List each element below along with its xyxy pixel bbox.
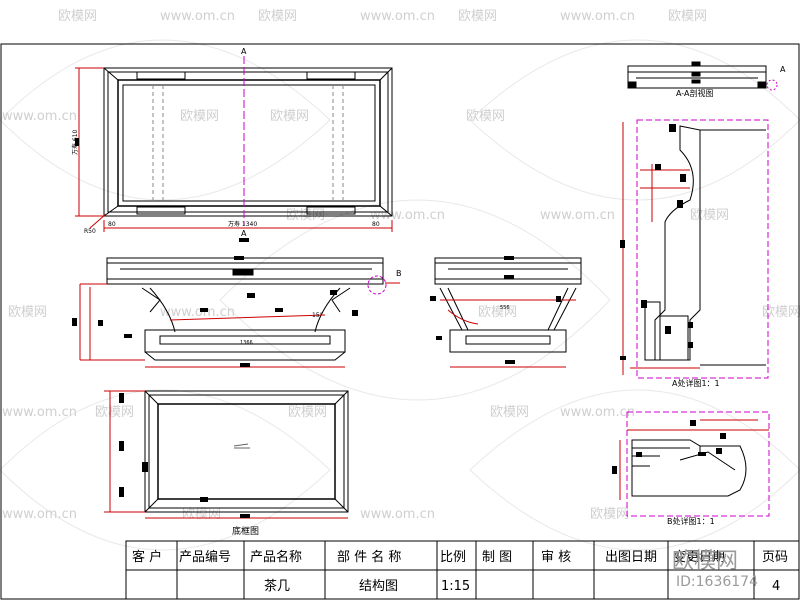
detail-marker-b: B bbox=[396, 269, 402, 278]
header-product-code: 产品编号 bbox=[179, 550, 231, 565]
cut-marker-bottom: A bbox=[241, 229, 247, 238]
section-aa bbox=[627, 61, 778, 91]
watermark-brand: 欧模网 bbox=[258, 9, 297, 24]
title-block bbox=[125, 540, 800, 600]
base-view-label: 底框图 bbox=[232, 525, 259, 537]
dimension-blocks-base bbox=[119, 393, 250, 518]
watermark-brand: 欧模网 bbox=[466, 109, 505, 124]
watermark-brand: 欧模网 bbox=[95, 405, 134, 420]
watermark-site: www.om.cn bbox=[160, 305, 235, 320]
watermark-brand: 欧模网 bbox=[8, 305, 47, 320]
dimension-blocks-top bbox=[75, 138, 249, 242]
dimension-slope: 15° bbox=[312, 312, 323, 319]
dimension-width: 万寿 1340 bbox=[228, 220, 257, 228]
header-drafter: 制 图 bbox=[482, 550, 512, 565]
section-aa-label: A-A剖视图 bbox=[676, 88, 713, 98]
watermark-brand: 欧模网 bbox=[180, 109, 219, 124]
watermark-brand: 欧模网 bbox=[458, 9, 497, 24]
detail-b bbox=[619, 411, 770, 517]
watermark-layer: 欧模网 欧模网 欧模网 欧模网 欧模网 欧模网 欧模网 欧模网 欧模网 欧模网 … bbox=[0, 9, 800, 551]
dimension-blocks-side bbox=[430, 256, 561, 364]
header-customer: 客 户 bbox=[132, 549, 162, 565]
watermark-site: www.om.cn bbox=[2, 507, 77, 522]
header-page: 页码 bbox=[762, 550, 788, 565]
header-change-date: 变更日期 bbox=[673, 549, 725, 565]
watermark-brand: 欧模网 bbox=[182, 507, 221, 522]
dimension-right: 80 bbox=[372, 221, 380, 228]
header-part-name: 部 件 名 称 bbox=[337, 549, 401, 565]
top-view bbox=[75, 56, 393, 232]
watermark-site: www.om.cn bbox=[2, 109, 77, 124]
watermark-site: www.om.cn bbox=[370, 208, 445, 223]
watermark-site: www.om.cn bbox=[160, 9, 235, 24]
watermark-site: www.om.cn bbox=[540, 208, 615, 223]
value-product-name: 茶几 bbox=[264, 578, 290, 594]
header-scale: 比例 bbox=[440, 550, 466, 565]
dimension-left: 80 bbox=[108, 221, 116, 228]
watermark-brand: 欧模网 bbox=[270, 109, 309, 124]
watermark-site: www.om.cn bbox=[2, 405, 77, 420]
value-scale: 1:15 bbox=[441, 579, 470, 594]
dimension-blocks-detail-b bbox=[612, 420, 726, 474]
dimension-blocks-front bbox=[72, 256, 358, 367]
stamp-id: ID:1636174 bbox=[676, 574, 758, 590]
cut-marker-top: A bbox=[241, 47, 247, 56]
dimension-corner: R50 bbox=[84, 228, 96, 235]
title-block-values: 茶几 结构图 1:15 4 bbox=[264, 578, 780, 594]
stamp-brand: 欧模网 bbox=[672, 549, 738, 574]
value-part-name: 结构图 bbox=[359, 579, 398, 594]
watermark-brand: 欧模网 bbox=[490, 405, 529, 420]
value-page: 4 bbox=[772, 579, 780, 594]
watermark-brand: 欧模网 bbox=[58, 9, 97, 24]
watermark-brand: 欧模网 bbox=[478, 305, 517, 320]
watermark-brand: 欧模网 bbox=[590, 507, 629, 522]
watermark-site: www.om.cn bbox=[560, 405, 635, 420]
watermark-site: www.om.cn bbox=[360, 507, 435, 522]
header-reviewer: 审 核 bbox=[541, 550, 571, 565]
cut-marker-section: A bbox=[780, 65, 786, 74]
watermark-brand: 欧模网 bbox=[762, 305, 800, 320]
watermark-brand: 欧模网 bbox=[690, 208, 729, 223]
watermark-stamp: 欧模网 ID:1636174 bbox=[672, 549, 758, 590]
header-product-name: 产品名称 bbox=[250, 549, 302, 565]
watermark-brand: 欧模网 bbox=[668, 9, 707, 24]
header-issue-date: 出图日期 bbox=[605, 550, 657, 565]
detail-a bbox=[622, 119, 769, 379]
dimension-blocks-detail-a bbox=[620, 124, 693, 360]
dimension-front: 1366 bbox=[240, 340, 253, 346]
dimension-side: 556 bbox=[500, 305, 510, 311]
detail-a-label: A处详图1：1 bbox=[672, 378, 720, 388]
watermark-site: www.om.cn bbox=[560, 9, 635, 24]
watermark-site: www.om.cn bbox=[360, 9, 435, 24]
watermark-brand: 欧模网 bbox=[288, 405, 327, 420]
title-block-headers: 客 户 产品编号 产品名称 部 件 名 称 比例 制 图 审 核 出图日期 变更… bbox=[132, 549, 788, 565]
detail-b-label: B处详图1：1 bbox=[667, 516, 715, 526]
